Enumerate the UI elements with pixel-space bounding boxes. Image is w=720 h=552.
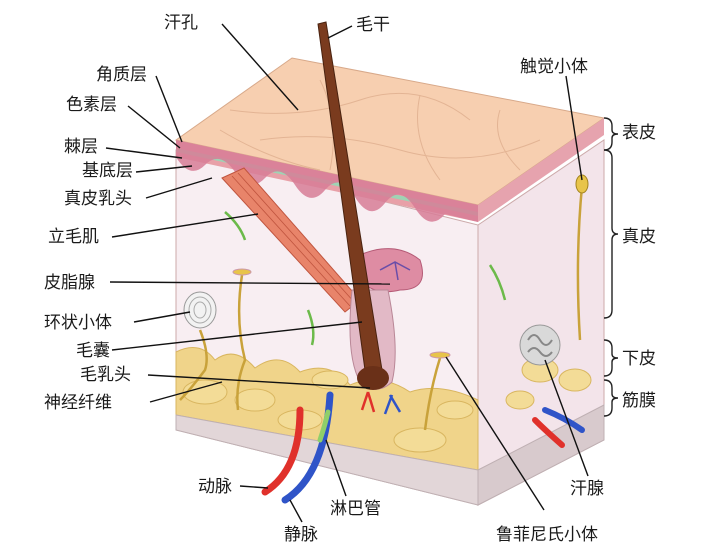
- pacinian-corpuscle: [183, 291, 217, 329]
- label-pacinian-corpuscle: 环状小体: [44, 313, 112, 333]
- layer-label-dermis: 真皮: [622, 227, 656, 247]
- label-dermal-papilla: 真皮乳头: [64, 189, 132, 209]
- label-sweat-pore: 汗孔: [164, 13, 198, 33]
- muscle-striations: [231, 172, 356, 307]
- label-ruffini-corpuscle: 鲁菲尼氏小体: [496, 525, 598, 545]
- label-nerve-fiber: 神经纤维: [44, 393, 112, 413]
- layer-braces: [603, 117, 619, 417]
- nerve-fibers: [179, 185, 584, 431]
- label-sebaceous-gland: 皮脂腺: [44, 273, 95, 293]
- layer-label-hypodermis: 下皮: [622, 349, 656, 369]
- ruffini-corpuscle-2: [232, 268, 252, 276]
- green-fibers: [224, 211, 507, 346]
- label-hair-papilla: 毛乳头: [80, 365, 131, 385]
- label-stratum-corneum: 角质层: [96, 65, 147, 85]
- fascia-right: [477, 404, 605, 506]
- label-arrector-pili: 立毛肌: [48, 227, 99, 247]
- artery: [261, 406, 304, 496]
- leader-lines: [105, 23, 589, 523]
- hair-bulb: [357, 366, 389, 390]
- sebaceous-gland: [359, 248, 423, 293]
- label-sweat-gland: 汗腺: [570, 479, 604, 499]
- dermal-papillae-border: [176, 140, 478, 222]
- label-stratum-spinosum: 棘层: [64, 137, 98, 157]
- hair-papilla-vessels: [360, 391, 402, 415]
- label-vein: 静脉: [284, 525, 318, 545]
- label-hair-follicle: 毛囊: [76, 341, 110, 361]
- meissner-corpuscle: [575, 174, 589, 194]
- vein-right: [542, 407, 585, 433]
- epidermis-right-strip: [478, 118, 604, 222]
- label-artery: 动脉: [198, 477, 232, 497]
- ruffini-corpuscle: [429, 351, 451, 359]
- layer-label-fascia: 筋膜: [622, 391, 656, 411]
- label-meissner-corpuscle: 触觉小体: [520, 57, 588, 77]
- skin-block: [174, 57, 606, 506]
- sweat-gland: [519, 324, 561, 366]
- lymph-vessel: [317, 409, 331, 443]
- label-hair-shaft: 毛干: [356, 15, 390, 35]
- gland-vessels: [379, 261, 411, 281]
- label-pigment-layer: 色素层: [66, 95, 117, 115]
- label-lymph-vessel: 淋巴管: [330, 499, 381, 519]
- layer-label-epidermis: 表皮: [622, 123, 656, 143]
- artery-right: [532, 417, 565, 448]
- label-stratum-basale: 基底层: [82, 161, 133, 181]
